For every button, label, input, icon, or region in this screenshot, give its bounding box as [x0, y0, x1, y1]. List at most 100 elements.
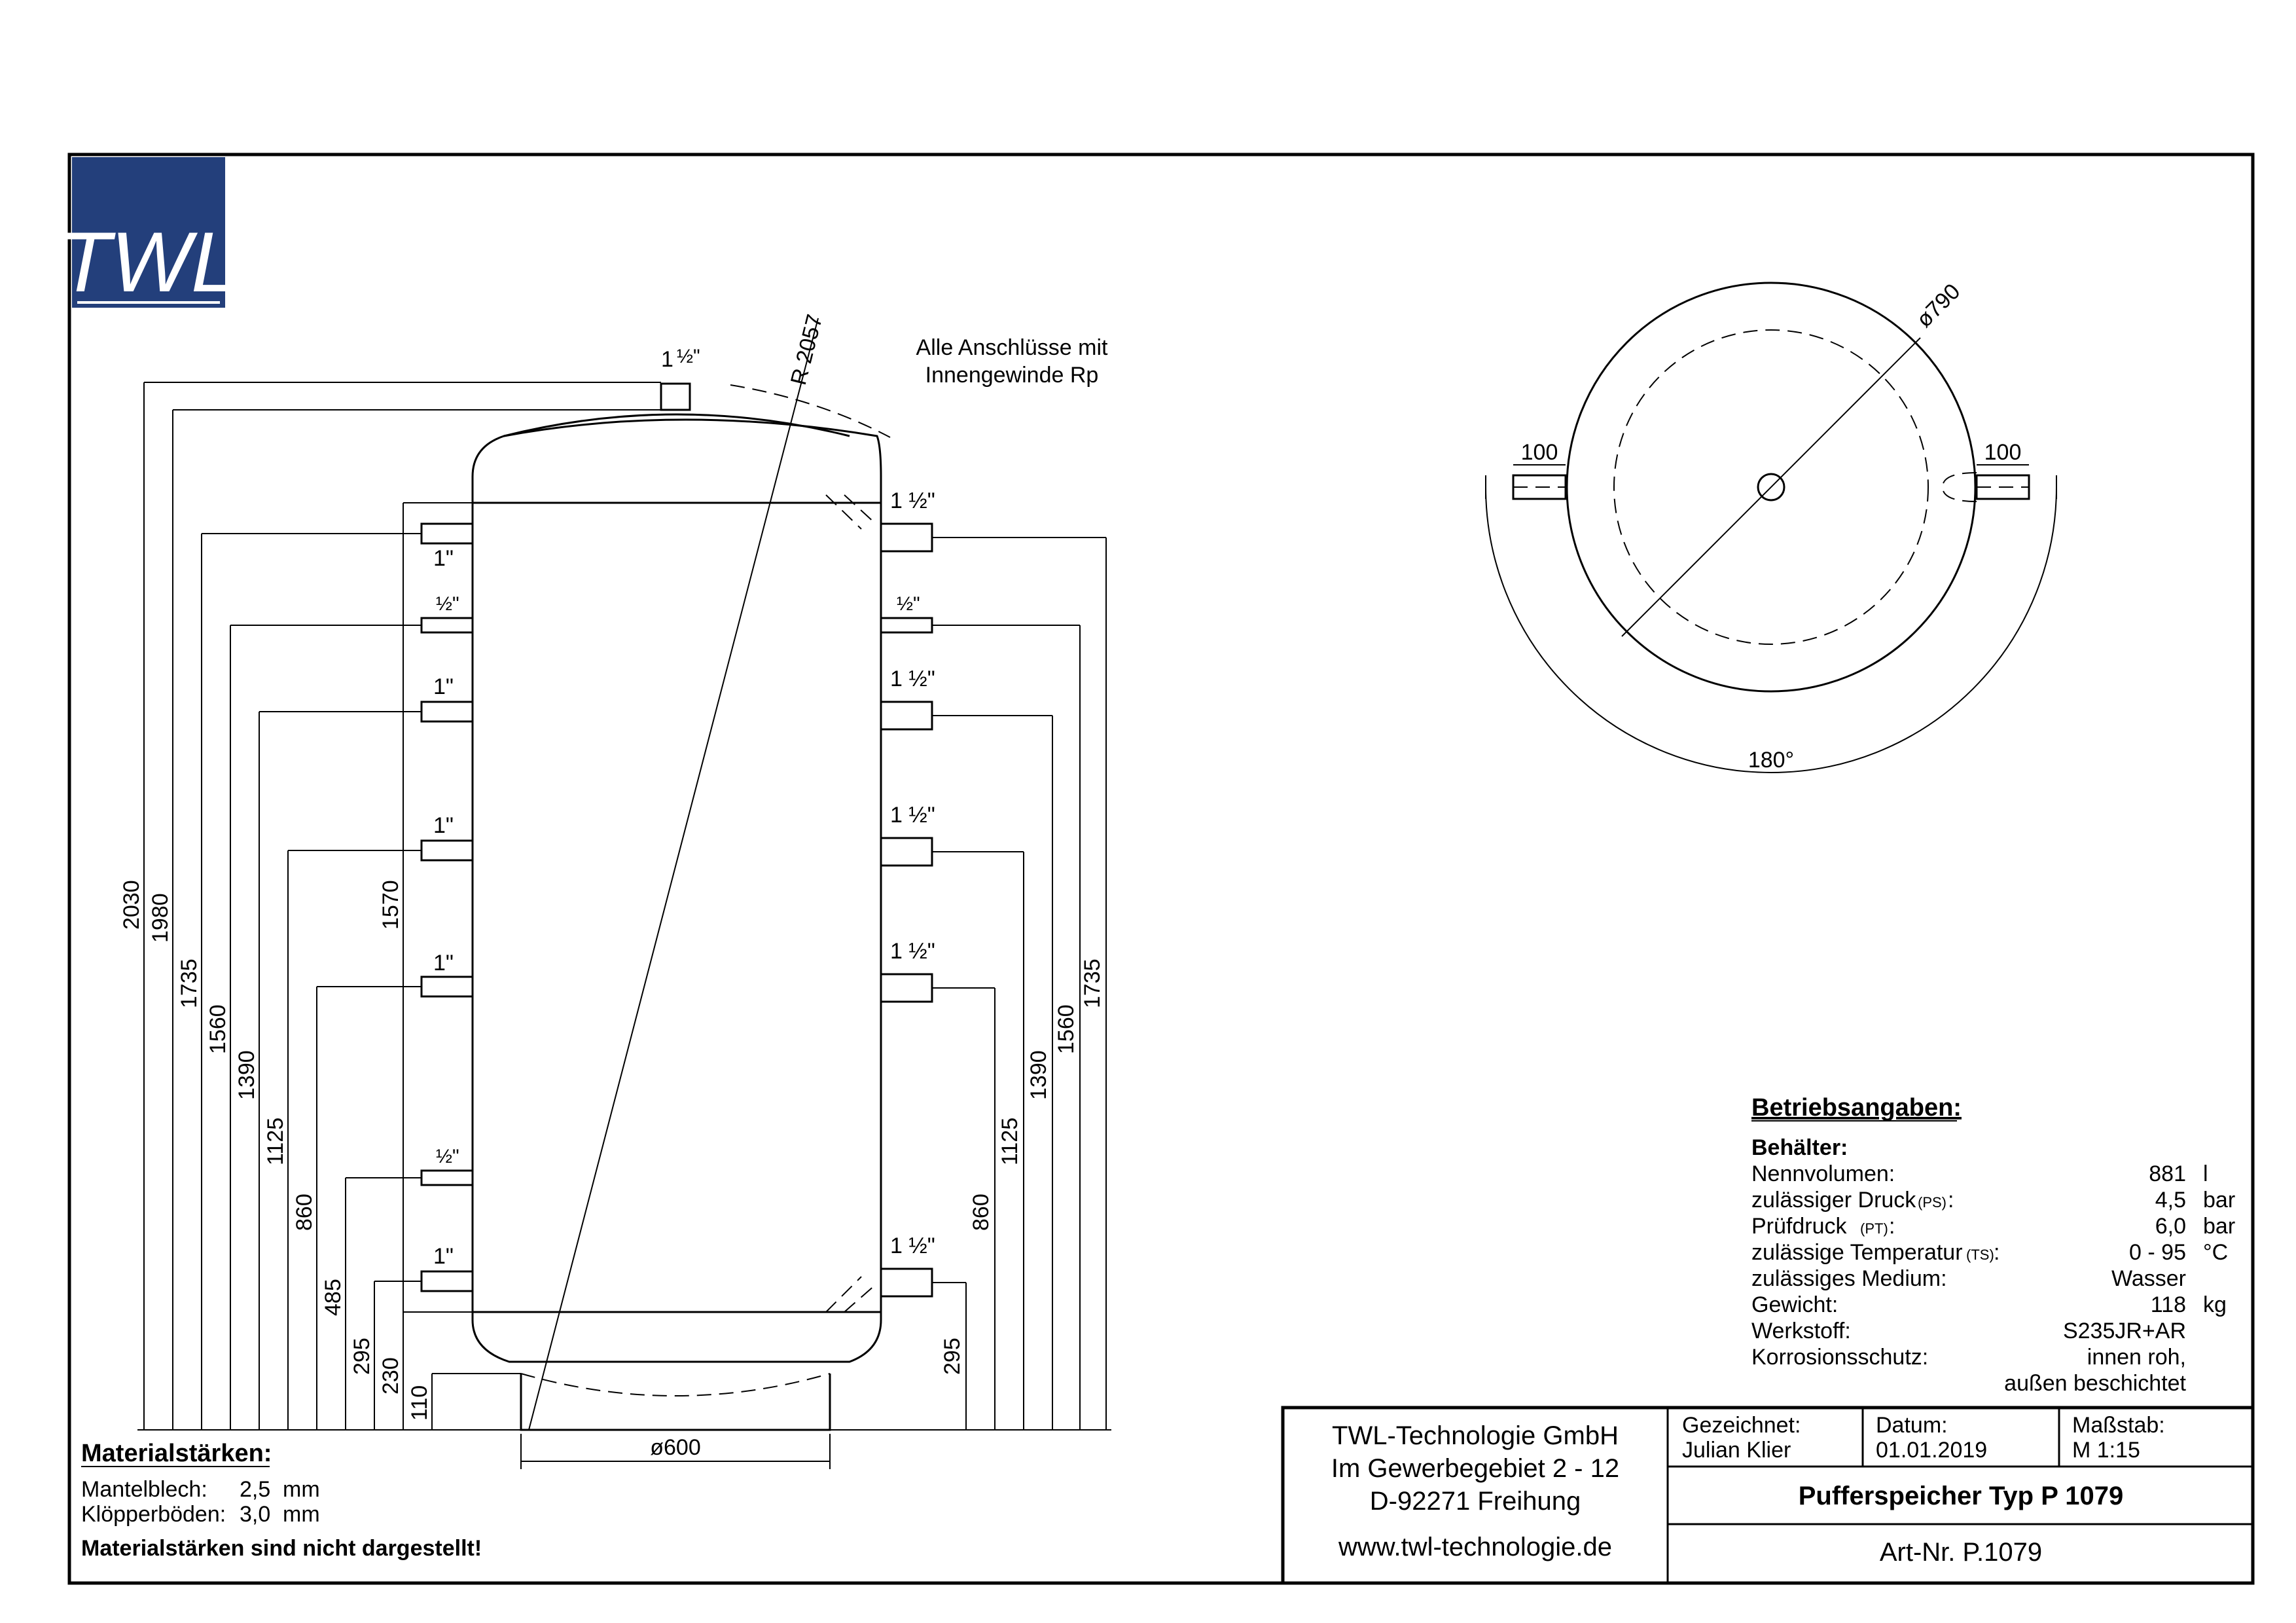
- left-connections: [420, 522, 474, 1292]
- svg-text:1560: 1560: [206, 1004, 230, 1054]
- svg-text:118: 118: [2151, 1292, 2186, 1317]
- svg-text:zulässiges Medium:: zulässiges Medium:: [1751, 1266, 1947, 1291]
- svg-text:zulässige Temperatur: zulässige Temperatur: [1751, 1240, 1963, 1265]
- svg-text:innen roh,: innen roh,: [2087, 1345, 2186, 1370]
- left-dimensions: [137, 382, 661, 1431]
- materials-note: Materialstärken sind nicht dargestellt!: [81, 1536, 482, 1561]
- product-name: Pufferspeicher Typ P 1079: [1799, 1482, 2124, 1510]
- scale-value: M 1:15: [2072, 1438, 2140, 1463]
- svg-text:S235JR+AR: S235JR+AR: [2063, 1319, 2186, 1343]
- scale-label: Maßstab:: [2072, 1413, 2165, 1438]
- svg-text:bar: bar: [2203, 1214, 2235, 1239]
- twl-logo: TWL: [59, 157, 238, 310]
- svg-text:295: 295: [350, 1338, 374, 1375]
- svg-text:mm: mm: [283, 1502, 320, 1527]
- svg-text:zulässiger Druck: zulässiger Druck: [1751, 1188, 1916, 1213]
- spec-row: zulässiges Medium: Wasser: [1751, 1266, 2186, 1291]
- svg-text:l: l: [2203, 1161, 2208, 1186]
- svg-text:½": ½": [436, 1146, 459, 1167]
- inner-dimension-label: 1570: [378, 880, 403, 930]
- svg-text:1980: 1980: [148, 893, 173, 943]
- left-connection-labels: 1" ½" 1" 1" 1" ½" 1": [433, 546, 459, 1269]
- svg-text:485: 485: [321, 1279, 346, 1316]
- svg-text:Mantelblech:: Mantelblech:: [81, 1477, 207, 1502]
- right-connections: [880, 522, 933, 1298]
- svg-text:½": ½": [436, 593, 459, 615]
- diameter-label: ø790: [1912, 279, 1965, 333]
- materials-title: Materialstärken:: [81, 1440, 272, 1467]
- svg-text:1 ½": 1 ½": [890, 666, 935, 691]
- svg-text:1125: 1125: [997, 1118, 1022, 1165]
- operating-specs: Betriebsangaben: Behälter: Nennvolumen: …: [1751, 1094, 2235, 1396]
- svg-text:(PT): (PT): [1860, 1220, 1888, 1237]
- foot-ring: [520, 1374, 831, 1431]
- svg-text:1390: 1390: [234, 1050, 259, 1100]
- tank-side-view: R 2057 1" ½" 1" 1" 1" ½" 1": [119, 312, 1111, 1469]
- svg-text:1 ½": 1 ½": [890, 488, 935, 513]
- svg-text:1735: 1735: [177, 958, 202, 1008]
- inner-dashed-circle: [1613, 329, 1929, 645]
- svg-text:Werkstoff:: Werkstoff:: [1751, 1319, 1851, 1343]
- title-block: TWL-Technologie GmbH Im Gewerbegebiet 2 …: [1281, 1406, 2255, 1585]
- material-thickness: Materialstärken: Mantelblech: 2,5 mm Klö…: [81, 1440, 482, 1561]
- top-nozzle-label: 1: [661, 347, 673, 372]
- svg-text:4,5: 4,5: [2155, 1188, 2186, 1213]
- svg-text:860: 860: [969, 1194, 994, 1231]
- spec-row: zulässige Temperatur (TS) : 0 - 95 °C: [1751, 1240, 2228, 1265]
- tank-shell: [471, 418, 882, 1363]
- nozzle-right-label: 100: [1984, 440, 2022, 465]
- svg-text:6,0: 6,0: [2155, 1214, 2186, 1239]
- angle-label: 180°: [1748, 748, 1794, 773]
- svg-text:Klöpperböden:: Klöpperböden:: [81, 1502, 226, 1527]
- spec-row: Werkstoff: S235JR+AR: [1751, 1319, 2186, 1343]
- drawn-by-label: Gezeichnet:: [1682, 1413, 1801, 1438]
- svg-text:1": 1": [433, 951, 454, 976]
- svg-text:Prüfdruck: Prüfdruck: [1751, 1214, 1847, 1239]
- radius-arc: [730, 384, 891, 438]
- svg-text:1 ½": 1 ½": [890, 939, 935, 964]
- svg-text:1": 1": [433, 546, 454, 571]
- svg-text:(PS): (PS): [1918, 1194, 1946, 1211]
- date-value: 01.01.2019: [1876, 1438, 1987, 1463]
- svg-text:Korrosionsschutz:: Korrosionsschutz:: [1751, 1345, 1928, 1370]
- svg-text:1125: 1125: [263, 1118, 288, 1165]
- diameter-line: [1621, 337, 1921, 637]
- svg-text:1": 1": [433, 813, 454, 838]
- svg-text:Nennvolumen:: Nennvolumen:: [1751, 1161, 1895, 1186]
- company-website: www.twl-technologie.de: [1338, 1533, 1612, 1561]
- svg-text:1735: 1735: [1080, 958, 1105, 1008]
- connection-note-line2: Innengewinde Rp: [925, 363, 1099, 388]
- drawing-frame: [67, 153, 2255, 1585]
- radius-line: [528, 318, 819, 1431]
- company-street: Im Gewerbegebiet 2 - 12: [1331, 1454, 1619, 1483]
- svg-text:(TS): (TS): [1966, 1247, 1994, 1263]
- svg-text:Wasser: Wasser: [2111, 1266, 2186, 1291]
- outer-circle: [1566, 282, 1977, 693]
- spec-row: Gewicht: 118 kg: [1751, 1292, 2227, 1317]
- date-label: Datum:: [1876, 1413, 1948, 1438]
- radius-label: R 2057: [786, 312, 827, 388]
- spec-row: zulässiger Druck (PS) : 4,5 bar: [1751, 1188, 2235, 1213]
- svg-text:1 ½": 1 ½": [890, 1233, 935, 1258]
- spec-row: Korrosionsschutz: innen roh,: [1751, 1345, 2186, 1370]
- svg-text:mm: mm: [283, 1477, 320, 1502]
- center-hole: [1757, 473, 1785, 501]
- svg-text:1 ½": 1 ½": [890, 803, 935, 828]
- specs-title: Betriebsangaben:: [1751, 1094, 1962, 1122]
- svg-text:Gewicht:: Gewicht:: [1751, 1292, 1838, 1317]
- right-dimensions: [830, 537, 1111, 1431]
- svg-text:1390: 1390: [1026, 1050, 1051, 1100]
- right-connection-labels: 1 ½" ½" 1 ½" 1 ½" 1 ½" 1 ½": [890, 488, 935, 1258]
- svg-text:881: 881: [2149, 1161, 2186, 1186]
- svg-text:bar: bar: [2203, 1188, 2235, 1213]
- svg-text:230: 230: [378, 1357, 403, 1395]
- specs-section: Behälter:: [1751, 1135, 1848, 1160]
- nozzle-left-label: 100: [1521, 440, 1558, 465]
- svg-text:1560: 1560: [1054, 1004, 1079, 1054]
- svg-text:3,0: 3,0: [240, 1502, 270, 1527]
- svg-text::: :: [1994, 1240, 2000, 1265]
- svg-text:110: 110: [407, 1385, 432, 1421]
- drawn-by-value: Julian Klier: [1682, 1438, 1791, 1463]
- svg-text:2,5: 2,5: [240, 1477, 270, 1502]
